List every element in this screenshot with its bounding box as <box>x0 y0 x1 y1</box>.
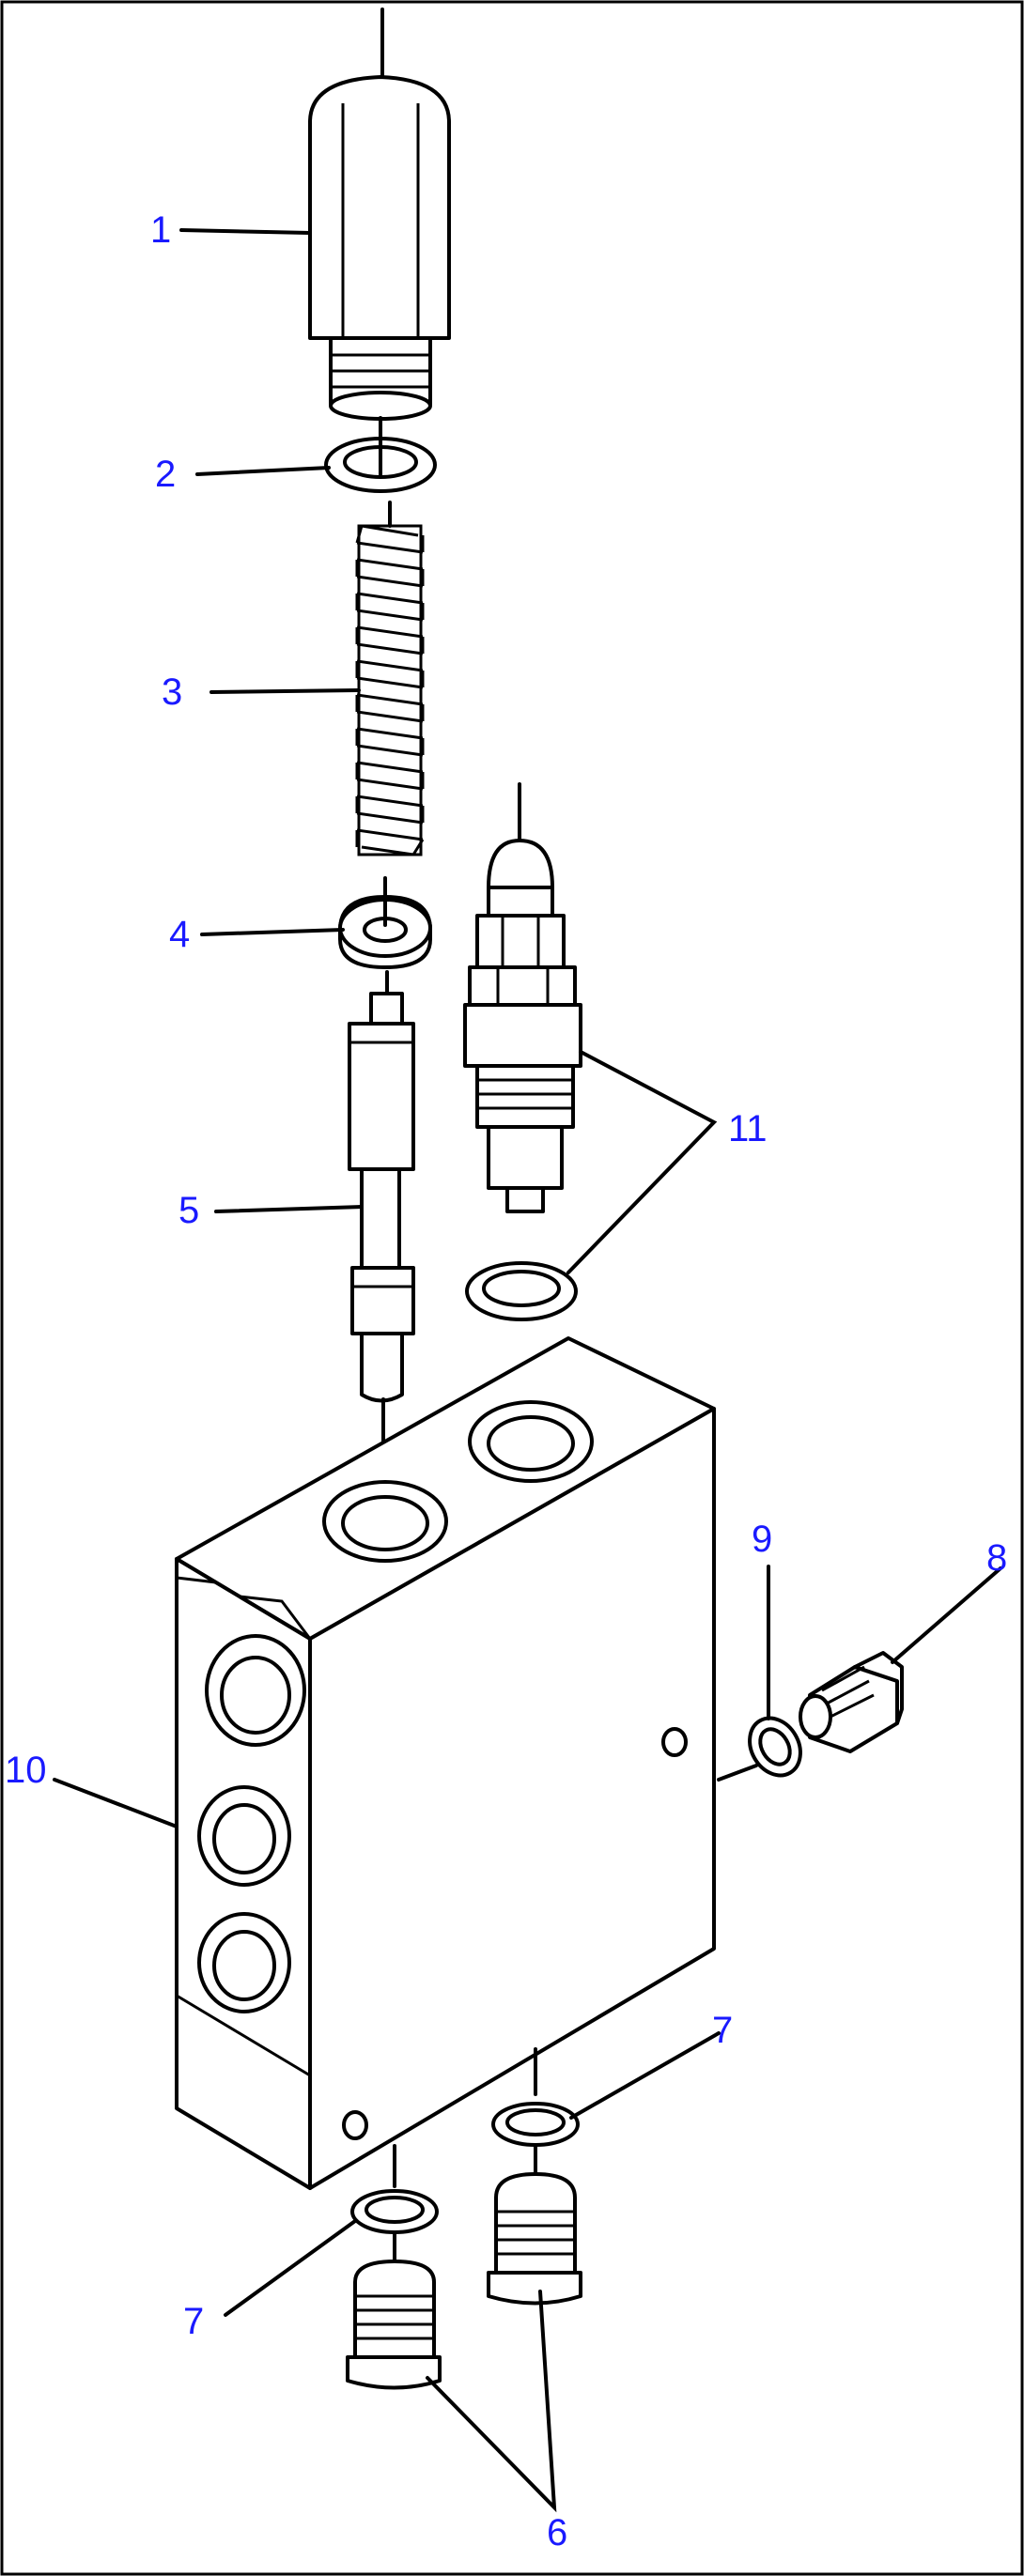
part-2-ring <box>324 416 437 493</box>
part-7-ring-right <box>491 2047 580 2147</box>
callout-8: 8 <box>986 1537 1007 1579</box>
callout-7-left: 7 <box>183 2301 204 2342</box>
callout-4: 4 <box>169 914 190 955</box>
part-4-washer <box>338 876 432 969</box>
leader-lines <box>53 228 1002 2513</box>
callout-1: 1 <box>150 209 171 251</box>
part-9-small-ring <box>748 1716 802 1778</box>
callout-3: 3 <box>162 671 182 713</box>
part-3-spring <box>355 501 425 856</box>
part-8-plug <box>799 1651 904 1753</box>
part-6-plug-right <box>487 2144 582 2306</box>
callout-6: 6 <box>547 2512 567 2553</box>
callouts: 1 2 3 4 5 11 10 9 8 7 7 6 <box>5 209 1007 2553</box>
part-10-valve-body <box>175 1336 716 2190</box>
callout-7-right: 7 <box>712 2010 733 2051</box>
callout-9: 9 <box>752 1519 772 1560</box>
callout-10: 10 <box>5 1750 47 1791</box>
part-7-ring-left <box>350 2144 439 2234</box>
callout-2: 2 <box>155 454 176 495</box>
part-6-plug-left <box>346 2231 442 2390</box>
callout-11: 11 <box>728 1108 768 1149</box>
part-1-cap-nut <box>308 8 451 421</box>
part-5-spool <box>348 970 415 1495</box>
part-11-relief-valve <box>463 782 582 1321</box>
callout-5: 5 <box>178 1190 199 1231</box>
